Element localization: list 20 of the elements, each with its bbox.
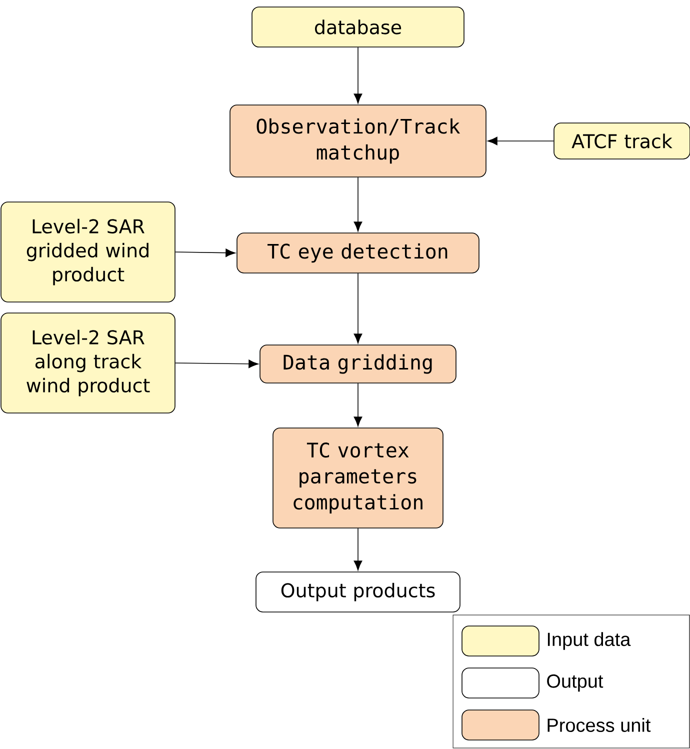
input-box: database [252, 6, 464, 48]
arrow [354, 47, 362, 104]
arrow [354, 273, 362, 344]
input-box: ATCF track [554, 122, 690, 160]
input-box: Level-2 SAR gridded wind product [0, 202, 176, 302]
arrow [354, 528, 362, 570]
arrow [175, 248, 236, 257]
input-box: Level-2 SAR along track wind product [0, 312, 176, 414]
arrow [354, 177, 362, 232]
process-box: TC eye detection [236, 232, 480, 274]
process-box: TC vortex parameters computation [272, 428, 444, 528]
arrow [488, 136, 554, 146]
process-box: Observation/Track matchup [230, 104, 486, 178]
process-box: Data gridding [260, 344, 456, 384]
legend-label: Output [547, 674, 604, 692]
output-box: Output products [256, 572, 460, 612]
legend-label: Input data [548, 632, 631, 650]
arrow [354, 383, 362, 426]
legend-label: Process unit [548, 718, 651, 732]
arrow [175, 360, 258, 368]
